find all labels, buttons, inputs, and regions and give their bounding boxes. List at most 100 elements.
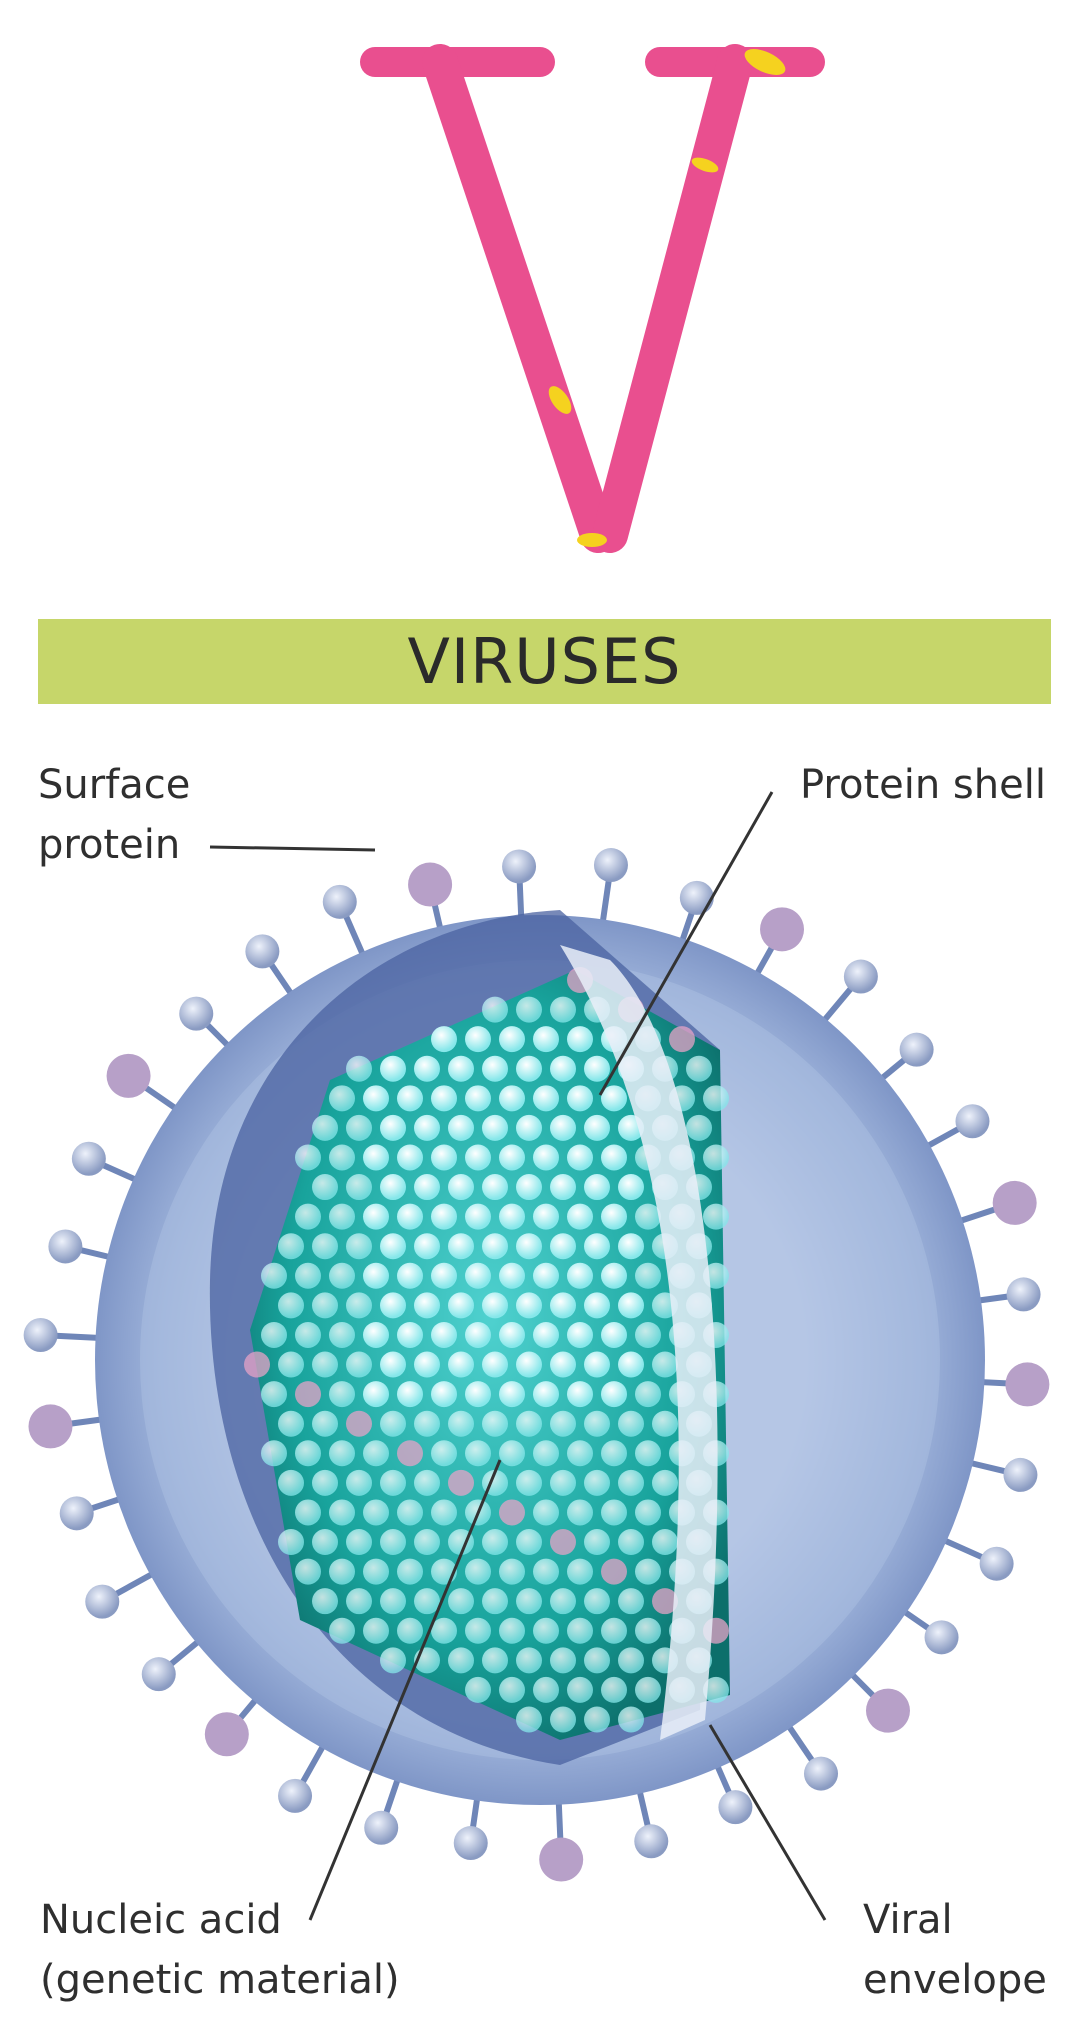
capsid-subunit <box>346 1469 372 1496</box>
banana-accent-icon <box>548 386 572 414</box>
capsid-subunit <box>533 1558 559 1585</box>
capsid-subunit <box>363 1321 389 1348</box>
capsid-subunit <box>584 1174 610 1201</box>
capsid-subunit <box>533 1499 559 1526</box>
viral-envelope-label: Viral envelope <box>863 1897 1047 2003</box>
capsid-subunit <box>465 1381 491 1408</box>
capsid-subunit <box>686 1114 712 1141</box>
capsid-subunit <box>567 1144 593 1171</box>
capsid-subunit <box>550 1055 576 1082</box>
pointer-lines <box>209 791 827 1921</box>
capsid-subunit <box>533 1381 559 1408</box>
spike-head <box>992 1180 1037 1225</box>
spike-head <box>899 1032 934 1067</box>
capsid-subunit <box>329 1203 355 1230</box>
capsid-subunit <box>618 1410 644 1437</box>
capsid-subunit <box>584 1529 610 1556</box>
capsid-subunit <box>550 1469 576 1496</box>
capsid-subunit <box>397 1499 423 1526</box>
decorative-letter-v <box>0 0 1080 580</box>
capsid-subunit <box>363 1085 389 1112</box>
capsid-subunit <box>499 1321 525 1348</box>
capsid-subunit <box>397 1321 423 1348</box>
capsid-subunit <box>584 1351 610 1378</box>
capsid-subunit <box>567 1676 593 1703</box>
left-stroke <box>422 44 616 553</box>
capsid-subunit <box>414 1469 440 1496</box>
spike-head <box>979 1546 1014 1581</box>
capsid-subunit <box>567 1321 593 1348</box>
capsid-subunit <box>312 1174 338 1201</box>
capsid-subunit <box>652 1588 678 1615</box>
capsid-subunit <box>482 1647 508 1674</box>
capsid-subunit <box>363 1203 389 1230</box>
capsid-subunit <box>397 1558 423 1585</box>
capsid-subunit <box>380 1351 406 1378</box>
capsid-subunit <box>363 1617 389 1644</box>
capsid-subunit <box>431 1144 457 1171</box>
capsid-subunit <box>499 1262 525 1289</box>
capsid-subunit <box>397 1617 423 1644</box>
capsid-subunit <box>584 1706 610 1733</box>
capsid-subunit <box>635 1321 661 1348</box>
capsid-subunit <box>618 1588 644 1615</box>
capsid-subunit <box>652 1410 678 1437</box>
capsid-subunit <box>465 1026 491 1053</box>
capsid-subunit <box>380 1647 406 1674</box>
capsid-subunit <box>465 1203 491 1230</box>
capsid-subunit <box>601 1558 627 1585</box>
capsid-subunit <box>499 1381 525 1408</box>
capsid-subunit <box>567 1085 593 1112</box>
capsid-subunit <box>329 1321 355 1348</box>
capsid-subunit <box>448 1410 474 1437</box>
spike-head <box>1003 1457 1038 1492</box>
capsid-subunit <box>414 1529 440 1556</box>
capsid-subunit <box>618 1351 644 1378</box>
capsid-subunit <box>550 1292 576 1319</box>
capsid-subunit <box>703 1203 729 1230</box>
capsid-subunit <box>567 1499 593 1526</box>
spike-head <box>278 1778 313 1813</box>
spike-head <box>85 1584 120 1619</box>
spike-head <box>322 884 357 919</box>
capsid-subunit <box>278 1410 304 1437</box>
surface-protein-pointer <box>209 845 376 852</box>
capsid-subunit <box>295 1440 321 1467</box>
capsid-subunit <box>601 1499 627 1526</box>
capsid-subunit <box>278 1233 304 1260</box>
capsid-subunit <box>448 1174 474 1201</box>
spike-head <box>23 1318 58 1353</box>
capsid-subunit <box>329 1617 355 1644</box>
capsid-subunit <box>533 1617 559 1644</box>
capsid-subunit <box>635 1676 661 1703</box>
spike-head <box>1005 1362 1050 1407</box>
capsid-subunit <box>516 1351 542 1378</box>
capsid-subunit <box>346 1174 372 1201</box>
capsid-subunit <box>261 1440 287 1467</box>
capsid-subunit <box>397 1440 423 1467</box>
nucleic-acid-pointer <box>308 1459 502 1921</box>
capsid-subunit <box>584 1055 610 1082</box>
spike-head <box>71 1141 106 1176</box>
capsid-subunit <box>533 1440 559 1467</box>
capsid-subunit <box>635 1440 661 1467</box>
capsid-subunit <box>431 1085 457 1112</box>
banana-accent-icon <box>577 533 607 547</box>
capsid-subunit <box>465 1144 491 1171</box>
capsid-subunit <box>244 1351 270 1378</box>
capsid-subunit <box>363 1558 389 1585</box>
capsid-subunit <box>397 1262 423 1289</box>
capsid-subunit <box>448 1351 474 1378</box>
viral-envelope-pointer <box>708 1724 827 1921</box>
capsid-subunit <box>312 1588 338 1615</box>
protein-shell-pointer <box>598 791 774 1096</box>
capsid-subunit <box>516 1706 542 1733</box>
capsid-subunit <box>499 1440 525 1467</box>
capsid-subunit <box>312 1410 338 1437</box>
capsid-subunit <box>465 1262 491 1289</box>
capsid-subunit <box>618 1292 644 1319</box>
spike-head <box>679 880 714 915</box>
capsid-subunit <box>295 1499 321 1526</box>
capsid-subunit <box>363 1381 389 1408</box>
capsid-subunit <box>533 1026 559 1053</box>
